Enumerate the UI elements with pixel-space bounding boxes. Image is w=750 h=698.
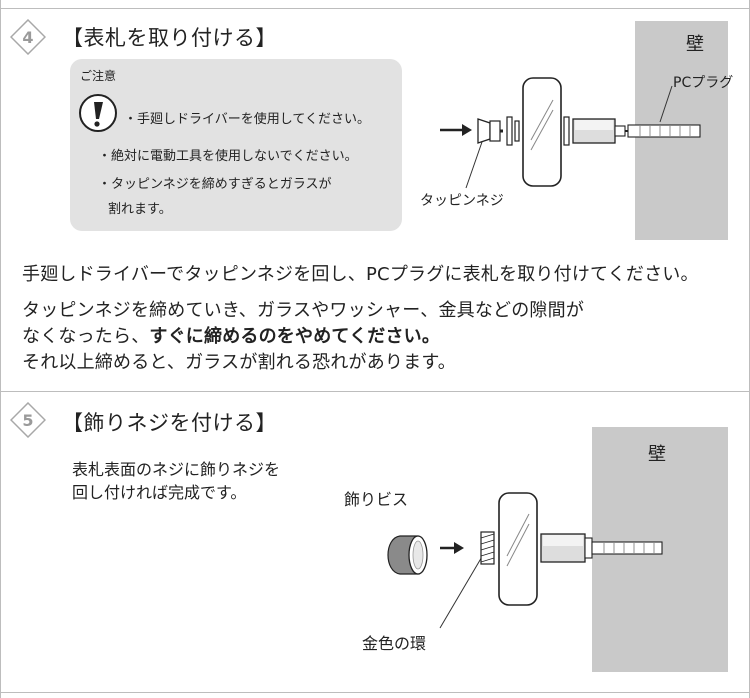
- top-divider: [0, 8, 750, 9]
- glass-plate: [498, 492, 538, 606]
- left-border: [0, 0, 1, 698]
- caution-box: ご注意 ・手廻しドライバーを使用してください。 ・絶対に電動工具を使用しないでく…: [70, 59, 402, 231]
- section-divider: [0, 391, 750, 392]
- caution-item-3: ・タッピンネジを締めすぎるとガラスが: [98, 177, 332, 192]
- gold-ring-label: 金色の環: [362, 634, 427, 653]
- bottom-divider: [0, 692, 750, 693]
- caution-item-1: ・手廻しドライバーを使用してください。: [124, 112, 370, 127]
- caution-item-4: 割れます。: [108, 202, 172, 217]
- glass-plate: [522, 77, 562, 187]
- arrow-right-icon: [440, 124, 472, 136]
- step4-instruction: 手廻しドライバーでタッピンネジを回し、PCプラグに表札を取り付けてください。: [22, 264, 699, 285]
- step4-number: 4: [22, 28, 33, 47]
- warning-line2-bold: すぐに締めるのをやめてください。: [149, 326, 441, 347]
- decorative-cap: [387, 535, 428, 575]
- decorative-cap-label: 飾りビス: [344, 490, 409, 509]
- step4-wall-label: 壁: [686, 34, 704, 55]
- step5-description-line1: 表札表面のネジに飾りネジを: [72, 460, 281, 479]
- pc-plug: [627, 124, 701, 138]
- pc-plug-label: PCプラグ: [673, 75, 734, 91]
- washer-front: [506, 116, 513, 146]
- step4-title: 【表札を取り付ける】: [62, 26, 277, 50]
- step4-warning-line1: タッピンネジを締めていき、ガラスやワッシャー、金具などの隙間が: [22, 300, 585, 321]
- arrow-right-icon: [440, 542, 464, 554]
- step5-title: 【飾りネジを付ける】: [62, 411, 277, 435]
- tapping-screw: [477, 118, 503, 144]
- step5-description-line2: 回し付ければ完成です。: [72, 483, 247, 502]
- pc-plug: [591, 541, 663, 555]
- step4-warning-line3: それ以上締めると、ガラスが割れる恐れがあります。: [22, 352, 456, 373]
- step5-number: 5: [22, 411, 33, 430]
- warning-line2-prefix: なくなったら、: [22, 326, 150, 347]
- step5-wall-label: 壁: [648, 444, 666, 465]
- step4-warning-line2: なくなったら、すぐに締めるのをやめてください。: [22, 322, 440, 348]
- warning-exclamation-icon: [79, 94, 117, 132]
- step4-badge: 4: [10, 19, 46, 55]
- tapping-screw-label: タッピンネジ: [420, 193, 504, 209]
- caution-title: ご注意: [80, 69, 117, 83]
- caution-item-2: ・絶対に電動工具を使用しないでください。: [98, 149, 358, 164]
- step5-badge: 5: [10, 402, 46, 438]
